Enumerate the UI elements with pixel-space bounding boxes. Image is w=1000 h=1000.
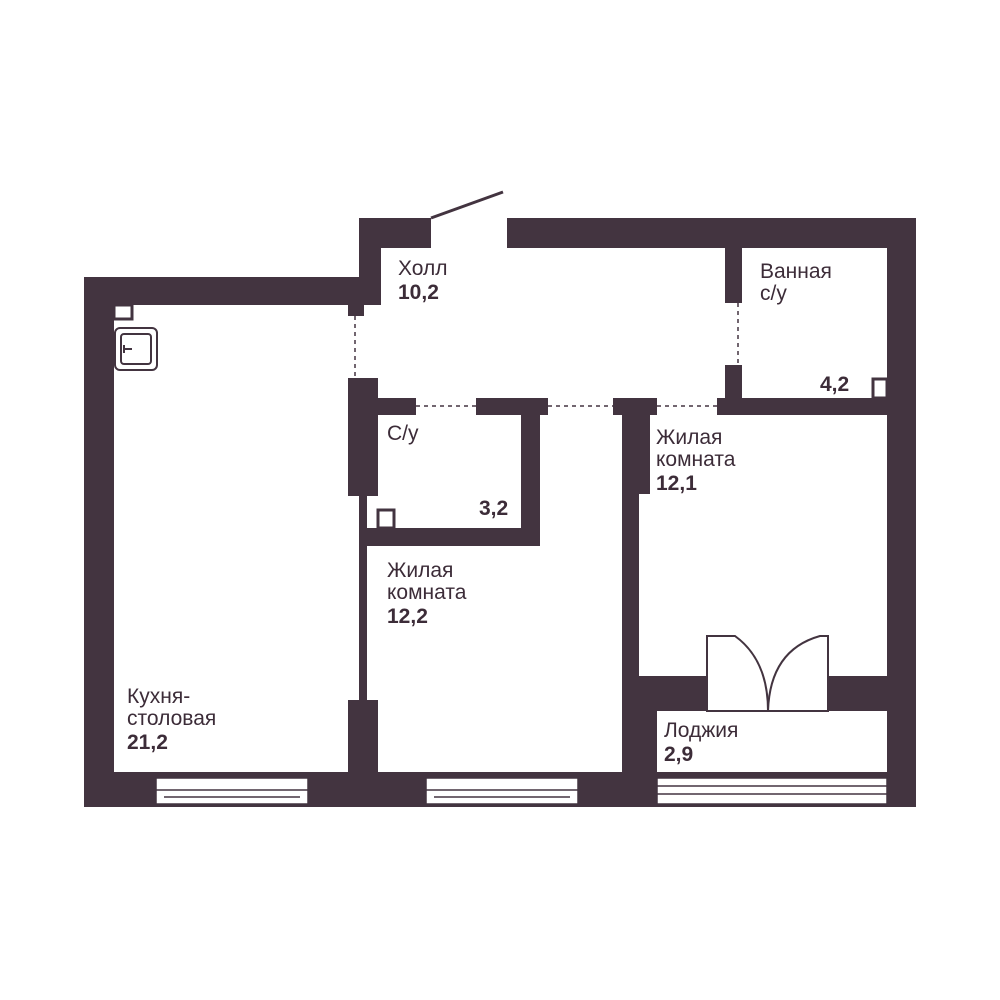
hall-area: 10,2: [398, 281, 439, 304]
living-right-label: Жилая комната 12,1: [656, 427, 735, 495]
kitchen-sink-icon: [114, 327, 158, 371]
wc-name: С/у: [387, 422, 419, 445]
wall-kitchen-partition-lower: [348, 700, 378, 780]
wall-living-right-bottom-right: [828, 676, 887, 711]
wall-hall-column: [348, 298, 364, 316]
kitchen-label: Кухня- столовая 21,2: [127, 686, 216, 754]
living-mid-area: 12,2: [387, 605, 428, 628]
bath-label: Ванная с/у: [760, 261, 832, 305]
living-mid-name: Жилая комната: [387, 559, 467, 604]
wall-wc-top-left: [348, 398, 416, 415]
hall-name: Холл: [398, 257, 448, 280]
wall-bath-left-upper: [725, 248, 742, 303]
bath-area-label: 4,2: [820, 372, 849, 396]
wc-label: С/у: [387, 423, 419, 445]
kitchen-area: 21,2: [127, 731, 168, 754]
kitchen-name: Кухня- столовая: [127, 685, 217, 730]
wall-bath-bottom: [717, 398, 916, 415]
wall-wc-right: [521, 398, 540, 546]
vent-shafts: [112, 303, 889, 530]
loggia-label: Лоджия 2,9: [664, 720, 738, 766]
bath-name: Ванная с/у: [760, 260, 832, 305]
balcony-doors: [706, 635, 829, 712]
living-right-area: 12,1: [656, 472, 697, 495]
kitchen-window: [155, 777, 309, 805]
wall-right-outer: [887, 218, 916, 807]
wall-top-right: [507, 218, 916, 248]
wall-living-right-bottom-left: [639, 676, 707, 711]
wc-area-label: 3,2: [479, 496, 508, 520]
kitchen-vent: [112, 303, 134, 321]
loggia-name: Лоджия: [664, 719, 739, 742]
wall-hall-top-left: [359, 218, 431, 248]
living-right-name: Жилая комната: [656, 426, 736, 471]
hall-label: Холл 10,2: [398, 258, 448, 304]
wall-living-right-left-upper: [622, 398, 650, 494]
bath-area: 4,2: [820, 373, 850, 396]
loggia-window: [656, 777, 888, 805]
bath-vent: [871, 377, 889, 400]
wall-kitchen-top: [84, 277, 374, 305]
entrance-door: [430, 190, 504, 220]
loggia-area: 2,9: [664, 743, 694, 766]
windows: [155, 777, 888, 805]
openings: [354, 303, 739, 407]
wall-kitchen-partition-thin: [359, 496, 367, 700]
wc-vent: [376, 508, 396, 530]
wall-left-outer: [84, 277, 114, 807]
living-mid-window: [425, 777, 579, 805]
wall-wc-bottom: [367, 528, 540, 546]
living-mid-label: Жилая комната 12,2: [387, 560, 466, 628]
wc-area: 3,2: [479, 497, 509, 520]
wall-kitchen-partition-upper: [348, 378, 378, 496]
